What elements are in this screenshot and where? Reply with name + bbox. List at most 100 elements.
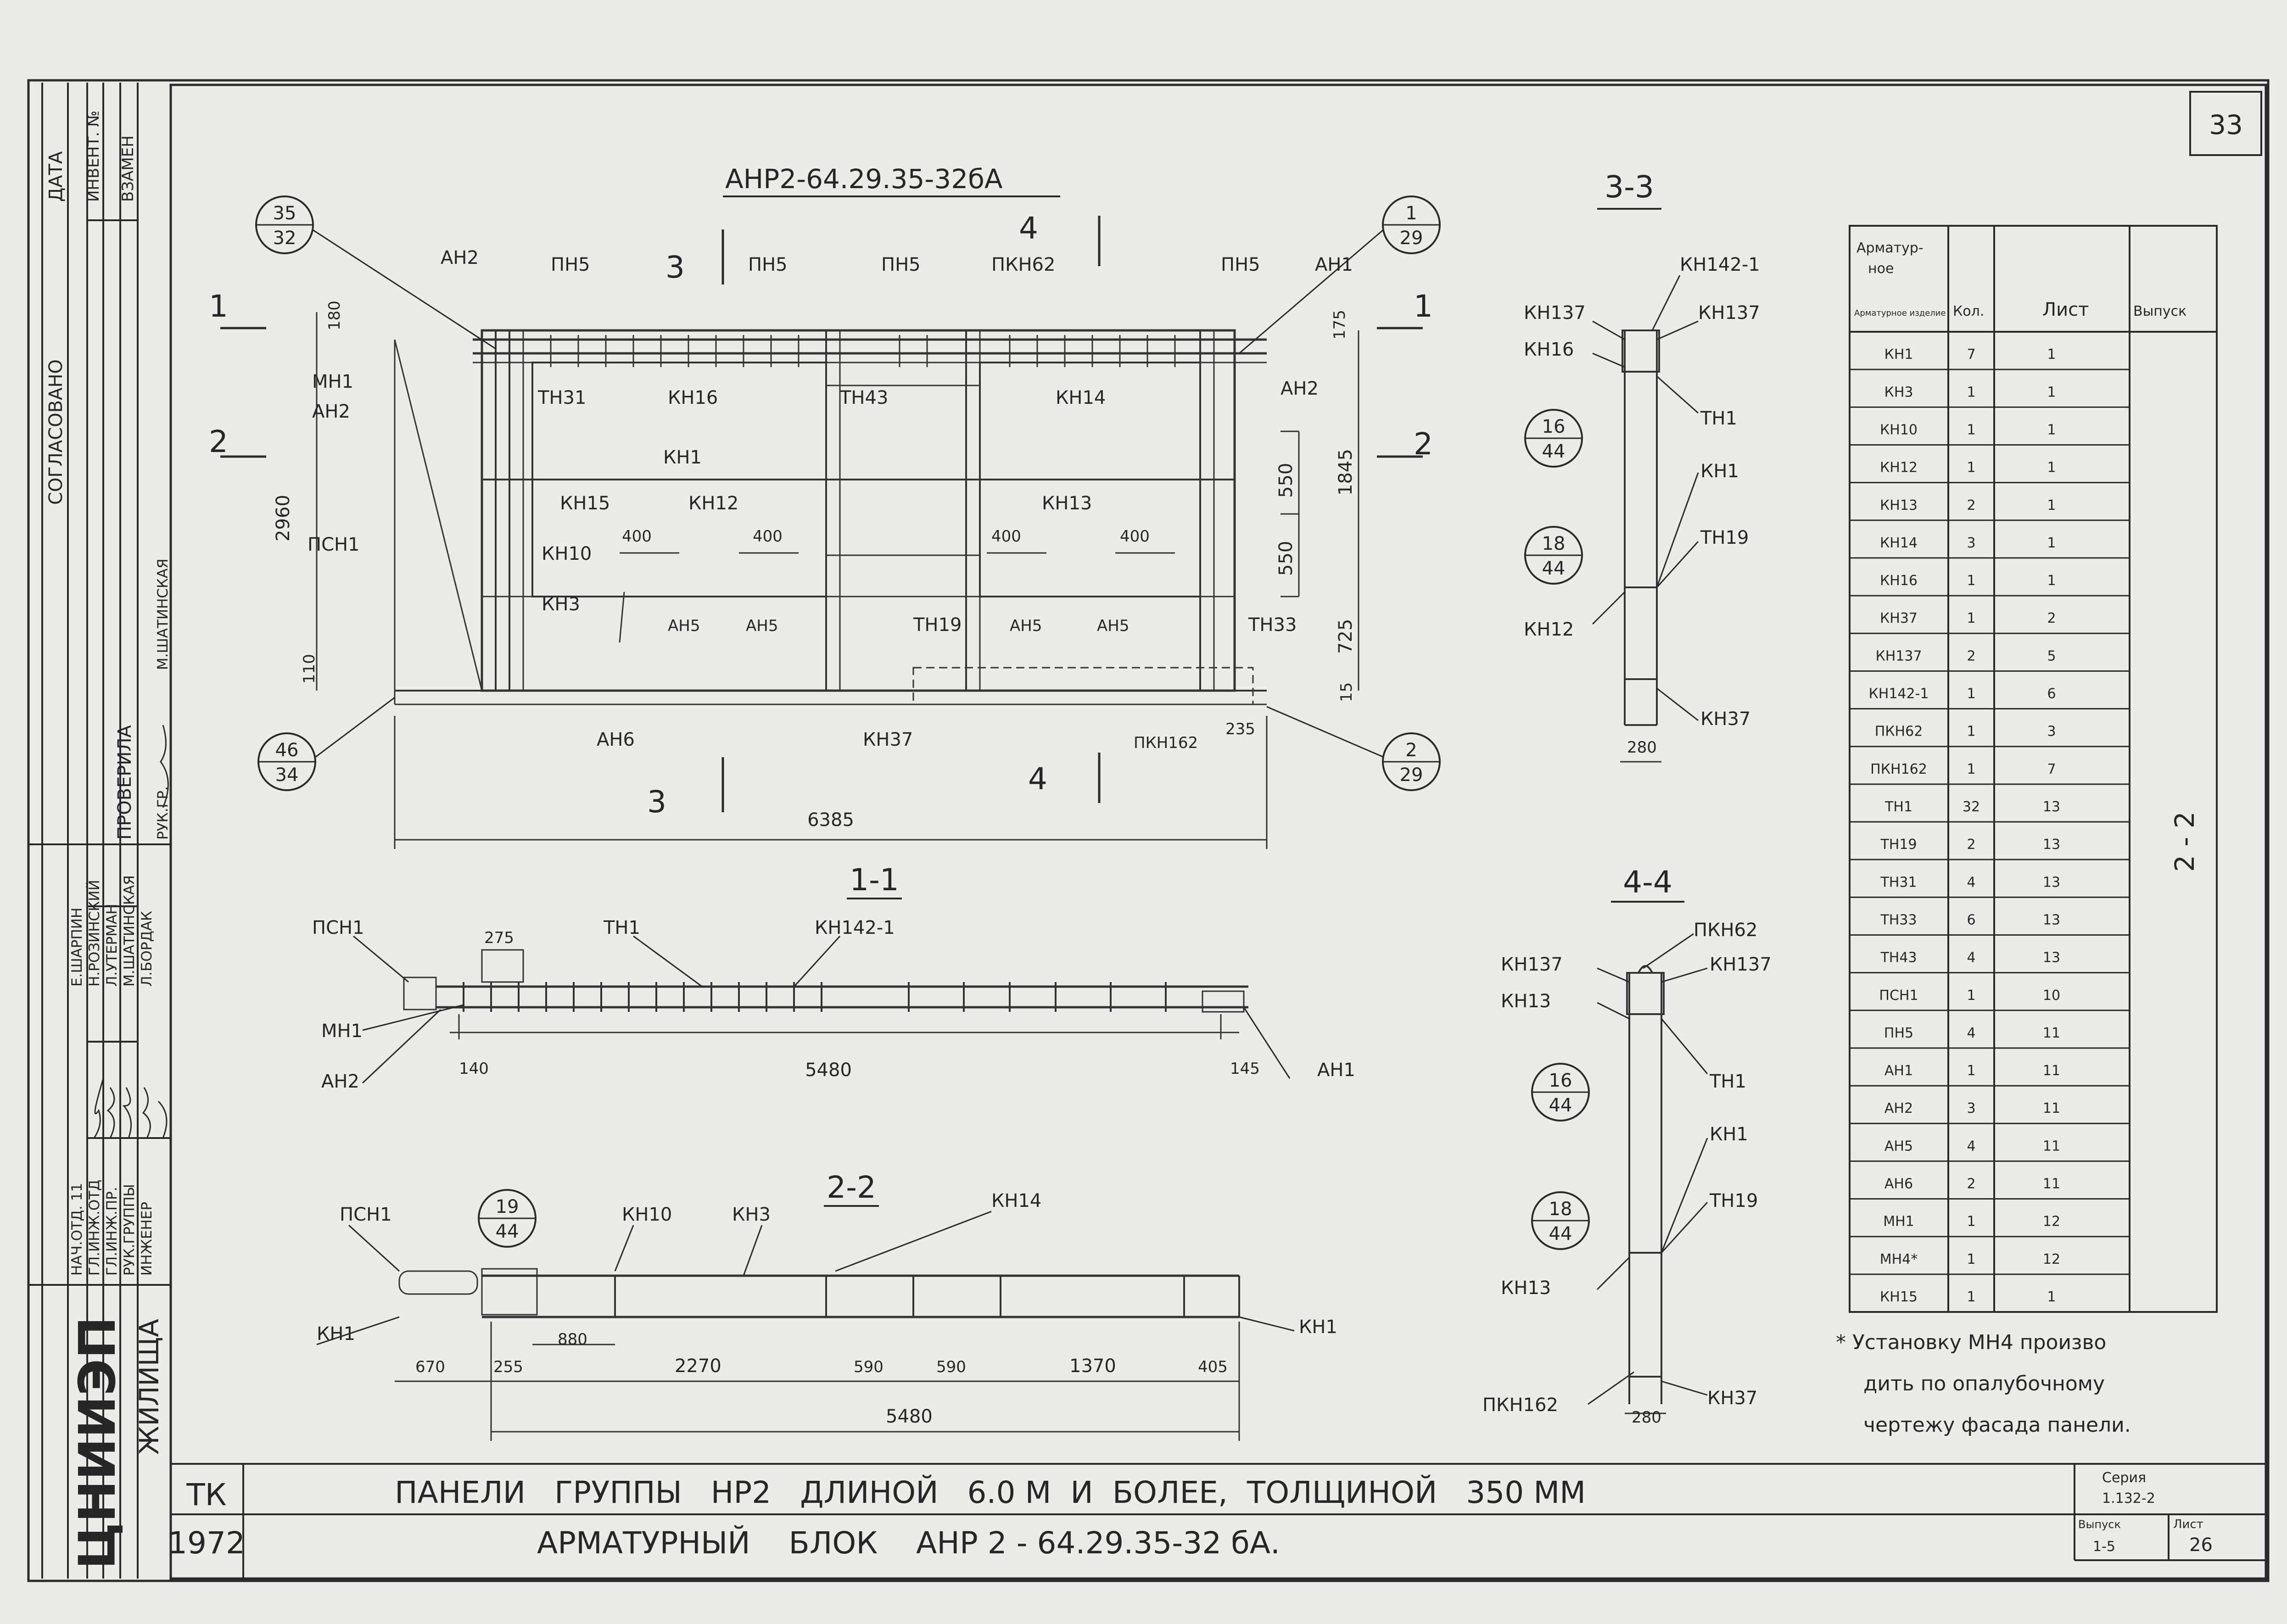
spec-item-qty: 2 <box>1967 648 1975 664</box>
spec-item-sheet: 11 <box>2043 1176 2060 1192</box>
spec-item-sheet: 10 <box>2043 988 2060 1004</box>
stamp-checked: ПРОВЕРИЛА <box>114 725 135 840</box>
left-stamp-text: СОГЛАСОВАНО ДАТА ИНВЕНТ. № ВЗАМЕН ПРОВЕР… <box>45 111 171 1569</box>
dim: 400 <box>753 527 783 546</box>
spec-item-sheet: 13 <box>2043 874 2060 890</box>
left-stamp <box>28 83 171 1579</box>
spec-item-qty: 1 <box>1967 1214 1975 1230</box>
label: АН5 <box>1097 617 1129 635</box>
label: ТН1 <box>1709 1071 1746 1092</box>
label: ТН1 <box>603 917 640 938</box>
label: ТН19 <box>913 614 962 636</box>
label: АН5 <box>1010 617 1042 635</box>
stamp-role-6: РУК.ГР. <box>155 786 171 840</box>
cut-label: 2 <box>209 424 228 459</box>
stamp-role-5: ИНЖЕНЕР <box>139 1202 155 1276</box>
spec-item-name: КН142-1 <box>1868 686 1929 702</box>
cut-label: 2 <box>1414 426 1433 462</box>
spec-item-qty: 4 <box>1967 1025 1975 1041</box>
dim: 235 <box>1225 720 1255 738</box>
spec-item-name: ТН33 <box>1880 912 1917 928</box>
label: КН13 <box>1042 493 1092 514</box>
spec-item-name: АН6 <box>1884 1176 1913 1192</box>
tk-label: ТК <box>186 1477 226 1512</box>
label: АН5 <box>746 617 778 635</box>
label: КН12 <box>1524 619 1574 640</box>
dim: 1845 <box>1335 449 1356 496</box>
spec-item-sheet: 1 <box>2047 384 2056 400</box>
label: КН10 <box>622 1204 672 1225</box>
label: ПН5 <box>551 254 590 275</box>
label: КН37 <box>1700 709 1750 730</box>
spec-item-sheet: 11 <box>2043 1025 2060 1041</box>
label: ТН33 <box>1248 614 1297 636</box>
callout-top: 16 <box>1549 1070 1572 1091</box>
spec-item-qty: 2 <box>1967 497 1975 513</box>
stamp-role-1: НАЧ.ОТД. 11 <box>69 1183 85 1276</box>
label: АН2 <box>312 401 350 422</box>
cut-label: 3 <box>665 250 685 285</box>
callout-circle: 2 29 <box>1382 732 1441 791</box>
stamp-name-1: Е.ШАРПИН <box>69 908 85 987</box>
dim: 5480 <box>805 1060 852 1081</box>
sheet-side-label: 2 - 2 <box>2169 811 2200 872</box>
callout-top: 46 <box>275 740 299 761</box>
label: ПКН162 <box>1134 734 1198 752</box>
spec-item-qty: 4 <box>1967 950 1975 966</box>
label: КН16 <box>668 387 718 408</box>
cut-label: 3 <box>647 784 666 820</box>
dim: 400 <box>622 527 652 546</box>
dim: 110 <box>300 654 319 684</box>
spec-item-sheet: 1 <box>2047 1289 2056 1305</box>
label: КН137 <box>1524 302 1586 324</box>
label: КН1 <box>663 447 702 468</box>
label: АН1 <box>1317 1060 1355 1081</box>
spec-item-sheet: 1 <box>2047 346 2056 363</box>
series-label: Серия <box>2102 1470 2146 1486</box>
spec-item-name: ТН19 <box>1880 837 1917 853</box>
label: КН16 <box>1524 339 1574 360</box>
spec-item-qty: 7 <box>1967 346 1975 363</box>
spec-item-sheet: 6 <box>2047 686 2056 702</box>
label: ПН5 <box>748 254 788 275</box>
spec-item-qty: 4 <box>1967 874 1975 890</box>
spec-table-header: Арматур- ное Арматурное изделие Кол. Лис… <box>1854 240 2186 320</box>
spec-item-qty: 1 <box>1967 573 1975 589</box>
label: ПСН1 <box>340 1204 392 1225</box>
spec-item-sheet: 1 <box>2047 535 2056 551</box>
dim: 5480 <box>886 1406 933 1427</box>
section-4-4: 4-4 16 44 <box>1482 865 1772 1427</box>
spec-item-sheet: 1 <box>2047 422 2056 438</box>
spec-item-sheet: 12 <box>2043 1214 2060 1230</box>
callout-top: 35 <box>273 203 296 224</box>
title-line-2: АРМАТУРНЫЙ БЛОК АНР 2 - 64.29.35-32 бА. <box>537 1525 1280 1561</box>
label: КН12 <box>688 493 738 514</box>
cut-label: 4 <box>1028 761 1047 797</box>
spec-item-name: КН15 <box>1880 1289 1918 1305</box>
label: КН1 <box>1710 1124 1748 1145</box>
svg-text:Арматур-: Арматур- <box>1856 240 1924 256</box>
label: АН6 <box>597 729 635 750</box>
spec-item-name: КН37 <box>1880 610 1918 626</box>
spec-item-name: КН16 <box>1880 573 1918 589</box>
spec-item-sheet: 13 <box>2043 912 2060 928</box>
label: ПСН1 <box>312 917 364 938</box>
label: КН137 <box>1501 954 1563 975</box>
spec-item-qty: 1 <box>1967 1251 1975 1267</box>
callout-top: 16 <box>1542 416 1566 437</box>
label: МН1 <box>321 1021 363 1042</box>
dim: 550 <box>1275 463 1297 498</box>
spec-item-qty: 1 <box>1967 384 1975 400</box>
callout-bottom: 44 <box>1542 441 1566 462</box>
spec-item-name: ПН5 <box>1884 1025 1913 1041</box>
spec-item-qty: 1 <box>1967 761 1975 777</box>
spec-table: Арматур- ное Арматурное изделие Кол. Лис… <box>1849 225 2218 1313</box>
label: КН13 <box>1501 991 1551 1012</box>
label: КН14 <box>991 1190 1041 1211</box>
spec-item-name: КН1 <box>1884 346 1913 363</box>
dim: 280 <box>1632 1408 1661 1427</box>
label: АН2 <box>1280 378 1319 399</box>
stamp-replace: ВЗАМЕН <box>119 135 137 202</box>
